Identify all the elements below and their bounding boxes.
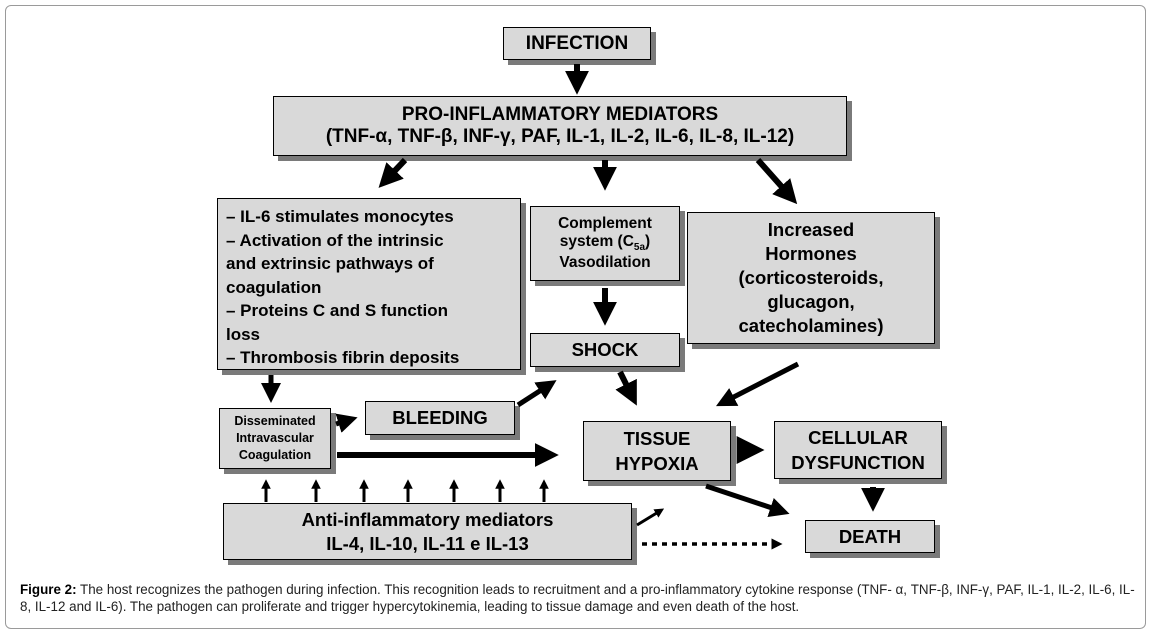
dic-line: Disseminated [234, 414, 316, 428]
cellular-dysfunction-line: DYSFUNCTION [791, 452, 925, 473]
hormones-line: glucagon, [767, 291, 855, 312]
il6-effect-line: and extrinsic pathways of [226, 254, 434, 273]
vasodilation-line: Vasodilation [559, 253, 651, 271]
cellular-dysfunction-box: CELLULAR DYSFUNCTION [774, 421, 942, 479]
tissue-hypoxia-line: HYPOXIA [615, 453, 699, 474]
il6-effect-line: loss [226, 324, 261, 344]
il6-effect-line: – IL-6 stimulates monocytes [226, 207, 454, 226]
dic-line: Intravascular [236, 431, 314, 445]
arrow-hypoxia-to-death [705, 483, 790, 518]
tissue-hypoxia-line: TISSUE [623, 428, 691, 449]
il6-effect-line: – Thrombosis fibrin deposits [226, 348, 460, 367]
arrow-pro-to-il6 [378, 157, 408, 188]
shock-label: SHOCK [571, 339, 639, 361]
anti-inflammatory-list: IL-4, IL-10, IL-11 e IL-13 [326, 532, 529, 554]
complement-line: Complement [558, 215, 652, 233]
bleeding-box: BLEEDING [365, 401, 515, 435]
il6-effects-box: – IL-6 stimulates monocytes – Activation … [217, 198, 521, 370]
death-box: DEATH [805, 520, 935, 553]
caption-text: The host recognizes the pathogen during … [20, 582, 1135, 614]
anti-inflammatory-box: Anti-inflammatory mediators IL-4, IL-10,… [223, 503, 632, 560]
complement-system-line: system (C5a) [559, 233, 651, 254]
arrow-bleeding-to-shock [516, 380, 557, 408]
death-label: DEATH [838, 525, 902, 547]
dic-line: Coagulation [238, 448, 312, 462]
cellular-dysfunction-line: CELLULAR [808, 427, 908, 448]
figure-caption: Figure 2: The host recognizes the pathog… [20, 581, 1140, 615]
anti-inflammatory-title: Anti-inflammatory mediators [301, 508, 554, 530]
il6-effect-line: coagulation [226, 277, 322, 297]
pro-inflammatory-title: PRO-INFLAMMATORY MEDIATORS [401, 104, 719, 126]
arrow-shock-to-hypoxia [615, 370, 637, 406]
arrow-pro-to-hormones [755, 158, 798, 205]
caption-label: Figure 2: [20, 582, 77, 597]
pro-inflammatory-list: (TNF-α, TNF-β, INF-γ, PAF, IL-1, IL-2, I… [325, 126, 795, 147]
infection-label: INFECTION [525, 32, 629, 54]
infection-box: INFECTION [503, 27, 651, 60]
il6-effect-line: – Proteins C and S function [226, 301, 448, 320]
hormones-line: (corticosteroids, [738, 267, 884, 288]
arrow-hormones-to-hypoxia [715, 361, 800, 407]
hormones-line: catecholamines) [738, 315, 884, 336]
hormones-line: Hormones [765, 243, 857, 264]
pro-inflammatory-mediators-box: PRO-INFLAMMATORY MEDIATORS (TNF-α, TNF-β… [273, 96, 847, 156]
arrow-anti-to-hypoxia [636, 508, 665, 527]
hormones-line: Increased [767, 219, 855, 240]
shock-box: SHOCK [530, 333, 680, 367]
tissue-hypoxia-box: TISSUE HYPOXIA [583, 421, 731, 481]
bleeding-label: BLEEDING [392, 407, 488, 429]
arrow-dic-to-bleeding [335, 413, 358, 433]
il6-effect-line: – Activation of the intrinsic [226, 230, 444, 250]
complement-box: Complement system (C5a) Vasodilation [530, 206, 680, 281]
